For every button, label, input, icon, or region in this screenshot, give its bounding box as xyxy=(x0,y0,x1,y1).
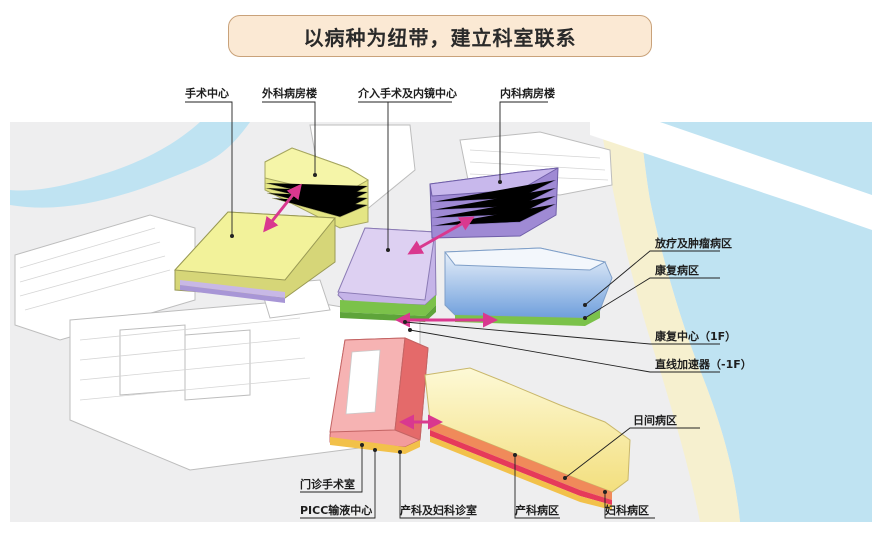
label-intervention-center: 介入手术及内镜中心 xyxy=(357,86,457,100)
label-obgyn-clinic: 产科及妇科诊室 xyxy=(400,503,477,517)
day-ward-building xyxy=(424,367,631,510)
leader-dots xyxy=(230,173,607,494)
arrow-surgery-surgical xyxy=(263,183,302,233)
label-radio-oncology: 放疗及肿瘤病区 xyxy=(654,236,732,250)
river-east xyxy=(640,122,872,522)
label-picc: PICC输液中心 xyxy=(300,503,372,517)
river-north xyxy=(10,122,250,208)
label-internal-ward: 内科病房楼 xyxy=(500,86,555,100)
context-lines xyxy=(19,149,609,401)
label-outpatient-or: 门诊手术室 xyxy=(300,477,355,491)
label-linac: 直线加速器（-1F） xyxy=(655,357,752,371)
arrow-intervention-internal xyxy=(407,216,475,255)
road xyxy=(590,122,872,230)
label-rehab-ward: 康复病区 xyxy=(655,263,699,277)
connection-arrows xyxy=(263,183,498,430)
label-surgery-center: 手术中心 xyxy=(185,86,229,100)
oncology-rehab-building xyxy=(444,247,613,326)
label-obstetric-ward: 产科病区 xyxy=(515,503,559,517)
label-gyn-ward: 妇科病区 xyxy=(604,503,649,517)
title-banner: 以病种为纽带，建立科室联系 xyxy=(228,15,652,57)
label-surgical-ward: 外科病房楼 xyxy=(261,86,317,100)
label-day-ward: 日间病区 xyxy=(633,413,677,427)
label-rehab-center: 康复中心（1F） xyxy=(655,329,736,343)
beach xyxy=(600,122,740,522)
leader-lines xyxy=(185,101,720,519)
banner-title: 以病种为纽带，建立科室联系 xyxy=(303,25,577,50)
outpatient-building xyxy=(329,337,429,454)
